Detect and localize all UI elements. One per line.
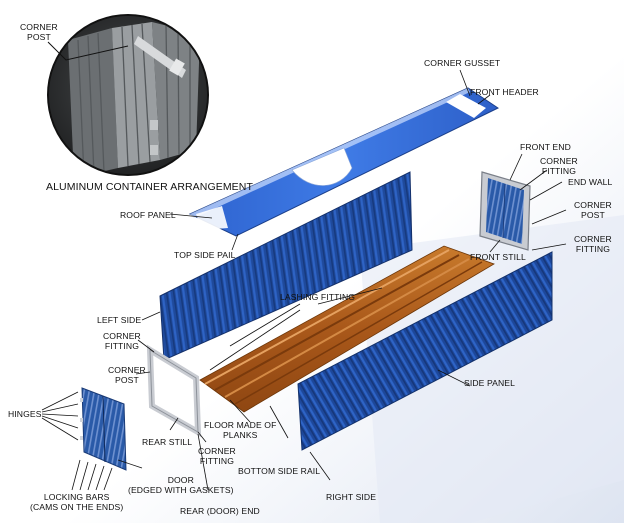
label-door: DOOR (EDGED WITH GASKETS) [128, 475, 234, 495]
label-front-still: FRONT STILL [470, 252, 526, 262]
label-corner-fitting-rear: CORNER FITTING [103, 331, 141, 351]
leader-lines [41, 69, 567, 491]
right-side-panel [297, 251, 553, 451]
label-left-side: LEFT SIDE [97, 315, 142, 325]
label-front-end: FRONT END [520, 142, 571, 152]
label-floor-planks: FLOOR MADE OF PLANKS [204, 420, 277, 440]
label-corner-fitting-front: CORNER FITTING [540, 156, 578, 176]
label-bottom-side-rail: BOTTOM SIDE RAIL [238, 466, 321, 476]
left-side-panel [159, 171, 413, 361]
label-front-header: FRONT HEADER [470, 87, 539, 97]
label-lashing-fitting: LASHING FITTING [280, 292, 356, 302]
label-roof-panel: ROOF PANEL [120, 210, 176, 220]
rear-door [80, 387, 127, 471]
floor-planks [199, 245, 495, 413]
label-rear-door-end: REAR (DOOR) END [180, 506, 260, 516]
label-right-side: RIGHT SIDE [326, 492, 377, 502]
label-corner-post-rear: CORNER POST [108, 365, 146, 385]
label-locking-bars: LOCKING BARS (CAMS ON THE ENDS) [30, 492, 124, 512]
label-hinges: HINGES [8, 409, 42, 419]
label-top-side-pail: TOP SIDE PAIL [174, 250, 236, 260]
label-corner-post-front: CORNER POST [574, 200, 612, 220]
front-end-wall [479, 171, 531, 251]
label-corner-gusset: CORNER GUSSET [424, 58, 501, 68]
label-end-wall: END WALL [568, 177, 613, 187]
diagram-title: ALUMINUM CONTAINER ARRANGEMENT [46, 181, 253, 193]
label-side-panel: SIDE PANEL [464, 378, 515, 388]
inset-label-corner-post: CORNER POST [20, 22, 58, 42]
label-corner-fitting-bottom: CORNER FITTING [198, 446, 236, 466]
label-rear-still: REAR STILL [142, 437, 193, 447]
inset-photo [47, 14, 209, 176]
roof-panel [188, 87, 500, 237]
label-corner-fitting-front-lower: CORNER FITTING [574, 234, 612, 254]
